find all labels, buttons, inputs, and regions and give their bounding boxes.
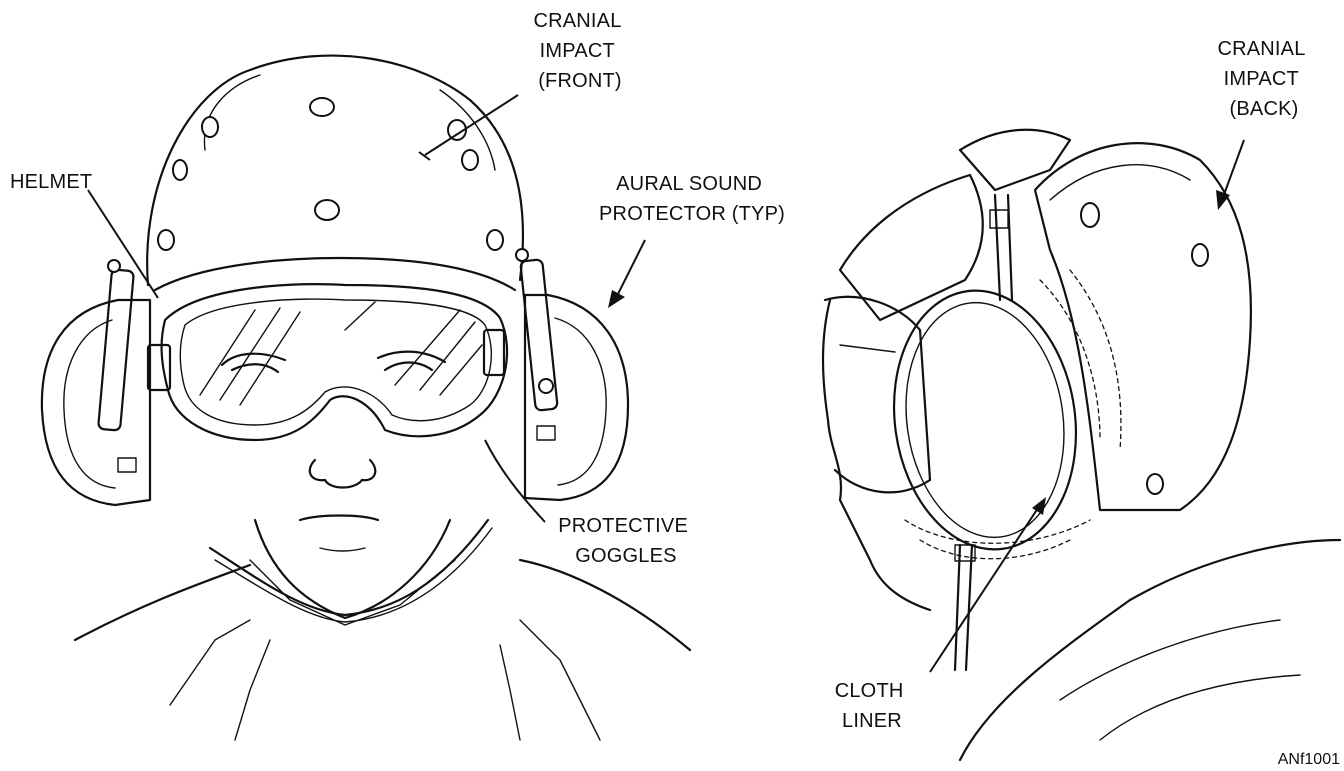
label-helmet: HELMET [10,171,92,193]
front-view-illustration [42,56,690,740]
label-cranial-front: CRANIAL IMPACT (FRONT) [533,10,626,92]
label-aural-sound-protector: AURAL SOUND PROTECTOR (TYP) [599,173,785,225]
label-protective-goggles: PROTECTIVE GOGGLES [558,515,694,567]
leader-goggles [485,440,545,522]
figure-id: ANf1001 [1278,751,1340,768]
label-cloth-liner: CLOTH LINER [835,680,910,732]
leader-aural [615,240,645,300]
leader-cranial-back [1222,140,1244,200]
side-view-illustration [823,130,1340,760]
label-cranial-back: CRANIAL IMPACT (BACK) [1217,38,1310,120]
